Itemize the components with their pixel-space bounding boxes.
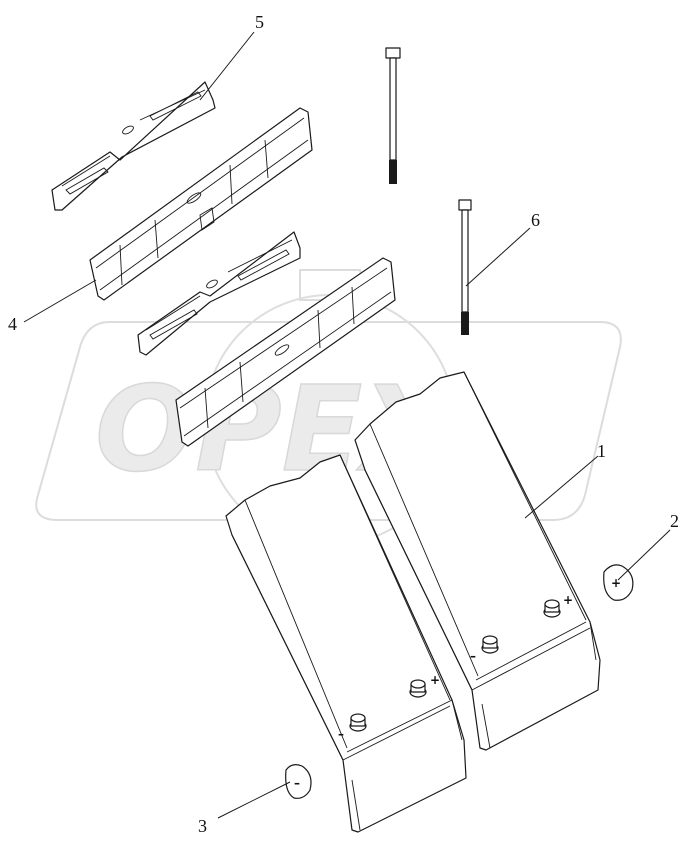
cap-plus-sign: + [611,576,621,590]
positive-terminal-rear: + [543,593,573,618]
callout-4: 4 [8,314,17,334]
positive-terminal-front: + [409,673,440,698]
callout-6: 6 [531,210,540,230]
tie-rod-right [458,199,472,335]
minus-sign-rear: – [470,649,476,663]
terminal-cap-negative: – [285,764,312,799]
callout-1: 1 [597,441,606,461]
terminal-cap-positive: + [603,564,634,601]
negative-terminal-front: – [338,713,367,741]
leader-4 [23,279,97,323]
negative-terminal-rear: – [470,635,499,663]
cap-minus-sign: – [294,776,300,790]
plus-sign-rear: + [563,593,573,607]
clamp-plate-lower [137,231,301,356]
leader-2 [617,529,671,581]
frame-bar-upper [89,107,313,301]
leader-3 [217,781,291,819]
callout-3: 3 [198,816,207,836]
frame-bar-lower [175,257,396,447]
battery-rear: + – [354,371,601,751]
leader-1 [524,455,599,519]
plus-sign-front: + [430,673,440,687]
callout-5: 5 [255,12,264,32]
tie-rod-left [385,47,401,184]
clamp-plate-upper [51,81,216,211]
leader-lines [23,31,671,819]
leader-6 [465,227,531,287]
leader-5 [199,31,255,101]
battery-front: + – [225,454,467,833]
callout-2: 2 [670,511,679,531]
callouts: 1 2 3 4 5 6 [8,12,679,836]
minus-sign-front: – [338,727,344,741]
